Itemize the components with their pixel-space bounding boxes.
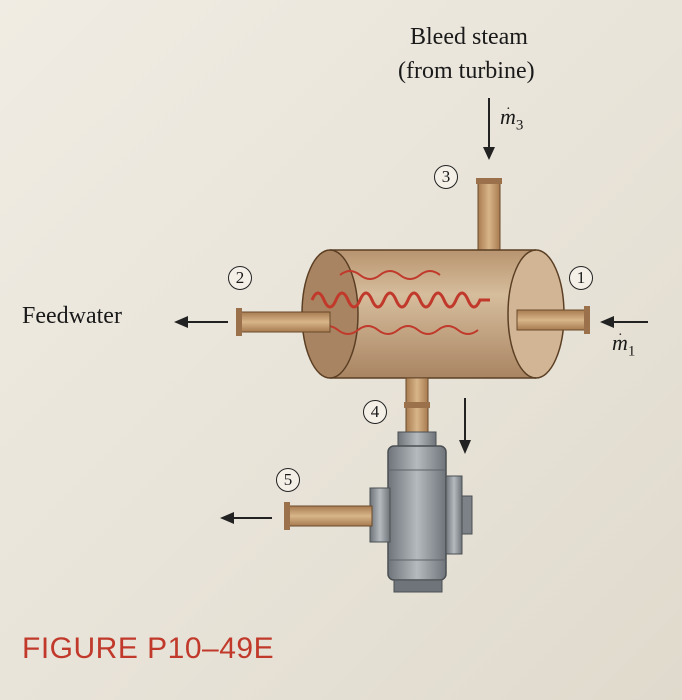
state-1: 1: [569, 266, 593, 290]
bleed-steam-label: Bleed steam: [410, 24, 528, 50]
state-5: 5: [276, 468, 300, 492]
pump-outlet-pipe: [284, 502, 373, 530]
feedwater-label: Feedwater: [22, 303, 122, 329]
m1-subscript: 1: [627, 343, 636, 360]
feedwater-outlet-pipe: [236, 308, 331, 336]
m1-flow-arrow-icon: [600, 316, 648, 328]
m1-flow-label: ·m1: [612, 328, 636, 360]
figure-caption: FIGURE P10–49E: [22, 632, 275, 665]
state-2: 2: [228, 266, 252, 290]
feedwater-flow-arrow-icon: [174, 316, 228, 328]
from-turbine-label: (from turbine): [398, 58, 535, 84]
feedwater-inlet-pipe: [516, 306, 590, 334]
state-4: 4: [363, 400, 387, 424]
bleed-flow-arrow-icon: [483, 98, 495, 160]
m3-symbol: m: [500, 104, 516, 129]
pump-icon: [369, 431, 473, 593]
outlet-flow-arrow-icon: [220, 512, 272, 524]
m3-flow-label: ·m3: [500, 102, 524, 134]
drain-flow-arrow-icon: [459, 398, 471, 454]
m1-symbol: m: [612, 330, 628, 355]
m3-subscript: 3: [515, 117, 524, 134]
drain-pipe: [404, 377, 430, 439]
state-3: 3: [434, 165, 458, 189]
heating-coil-icon: [310, 270, 490, 335]
